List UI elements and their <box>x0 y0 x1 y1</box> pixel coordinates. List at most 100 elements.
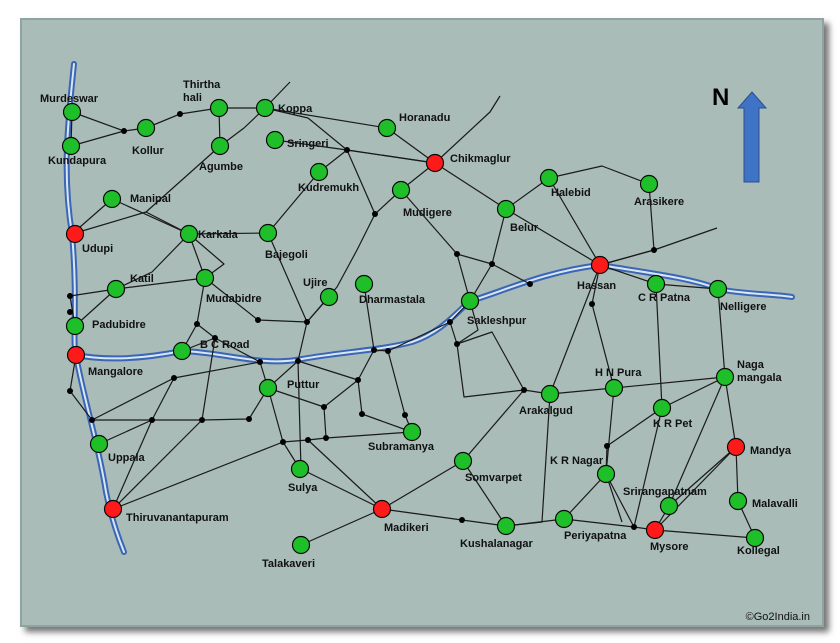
district-marker-mandya <box>726 437 746 457</box>
places-layer <box>61 98 765 555</box>
road-line <box>69 233 206 297</box>
road-junction-dot <box>447 319 453 325</box>
road-junction-dot <box>194 321 200 327</box>
junctions-layer <box>67 111 657 530</box>
road-junction-dot <box>199 417 205 423</box>
road-line <box>267 387 413 443</box>
north-arrow: N <box>712 84 768 183</box>
road-line <box>201 387 269 421</box>
town-marker-sakleshpur <box>460 291 480 311</box>
place-label-koppa: Koppa <box>278 103 313 115</box>
town-marker-kollegal <box>745 528 765 548</box>
road-line <box>605 473 756 539</box>
town-marker-somvarpet <box>453 451 473 471</box>
town-marker-puttur <box>258 378 278 398</box>
place-label-agumbe: Agumbe <box>199 161 243 173</box>
district-marker-mysore <box>645 520 665 540</box>
road-junction-dot <box>372 211 378 217</box>
town-marker-manipal <box>102 189 122 209</box>
roads-layer <box>69 81 756 546</box>
road-junction-dot <box>212 335 218 341</box>
town-marker-murdeswar <box>62 102 82 122</box>
road-line <box>363 283 375 351</box>
place-label-mudigere: Mudigere <box>403 207 452 219</box>
town-marker-arakalgud <box>540 384 560 404</box>
place-label-krpet: K R Pet <box>653 418 692 430</box>
road-junction-dot <box>355 377 361 383</box>
road-line <box>151 377 175 421</box>
place-label-mysore: Mysore <box>650 541 689 553</box>
town-marker-koppa <box>255 98 275 118</box>
place-label-kudremukh: Kudremukh <box>298 182 359 194</box>
road-junction-dot <box>67 388 73 394</box>
road-junction-dot <box>67 309 73 315</box>
place-label-kundapura: Kundapura <box>48 155 107 167</box>
road-junction-dot <box>305 437 311 443</box>
town-marker-karkala <box>179 224 199 244</box>
district-marker-hassan <box>590 255 610 275</box>
place-label-krnagar: K R Nagar <box>550 455 604 467</box>
town-marker-sulya <box>290 459 310 479</box>
place-label-ujire: Ujire <box>303 277 327 289</box>
place-label-hnpura: H N Pura <box>595 367 642 379</box>
road-line <box>462 460 507 527</box>
town-marker-krpet <box>652 398 672 418</box>
place-label-somvarpet: Somvarpet <box>465 472 522 484</box>
town-marker-hnpura <box>604 378 624 398</box>
road-junction-dot <box>295 358 301 364</box>
road-junction-dot <box>521 387 527 393</box>
town-marker-bajegoli <box>258 223 278 243</box>
place-label-crpatna: C R Patna <box>638 292 691 304</box>
town-marker-talakaveri <box>291 535 311 555</box>
town-marker-nagamangala <box>715 367 735 387</box>
road-junction-dot <box>651 247 657 253</box>
town-marker-padubidre <box>65 316 85 336</box>
road-line <box>323 379 359 408</box>
place-label-mangalore: Mangalore <box>88 366 143 378</box>
road-line <box>218 81 291 147</box>
road-junction-dot <box>246 416 252 422</box>
place-label-thiruvanantapuram: Thiruvanantapuram <box>126 512 229 524</box>
road-junction-dot <box>255 317 261 323</box>
road-junction-dot <box>121 128 127 134</box>
road-junction-dot <box>171 375 177 381</box>
road-line <box>112 337 216 510</box>
town-marker-subramanya <box>402 422 422 442</box>
town-marker-bcroad <box>172 341 192 361</box>
town-marker-ujire <box>319 287 339 307</box>
road-line <box>605 376 726 475</box>
place-label-kollegal: Kollegal <box>737 545 780 557</box>
road-junction-dot <box>257 359 263 365</box>
road-line <box>633 407 663 528</box>
rivers-layer <box>63 61 795 555</box>
place-label-mudabidre: Mudabidre <box>206 293 262 305</box>
town-marker-malavalli <box>728 491 748 511</box>
place-label-puttur: Puttur <box>287 379 320 391</box>
place-label-nelligere: Nelligere <box>720 301 766 313</box>
road-line <box>456 300 479 345</box>
road-line <box>112 441 284 510</box>
road-line <box>653 227 718 251</box>
road-junction-dot <box>454 251 460 257</box>
road-line <box>297 360 359 381</box>
town-marker-arasikere <box>639 174 659 194</box>
road-junction-dot <box>89 417 95 423</box>
district-marker-chikmaglur <box>425 153 445 173</box>
road-line <box>387 350 413 433</box>
town-marker-kudremukh <box>309 162 329 182</box>
road-line <box>115 233 190 290</box>
road-line <box>307 439 383 510</box>
road-junction-dot <box>371 347 377 353</box>
place-label-sulya: Sulya <box>288 482 318 494</box>
road-junction-dot <box>304 319 310 325</box>
road-junction-dot <box>321 404 327 410</box>
place-label-karkala: Karkala <box>198 229 239 241</box>
road-line <box>98 419 153 445</box>
town-marker-kollur <box>136 118 156 138</box>
town-marker-crpatna <box>646 274 666 294</box>
place-label-halebid: Halebid <box>551 187 591 199</box>
road-junction-dot <box>67 293 73 299</box>
place-label-malavalli: Malavalli <box>752 498 798 510</box>
road-junction-dot <box>385 348 391 354</box>
